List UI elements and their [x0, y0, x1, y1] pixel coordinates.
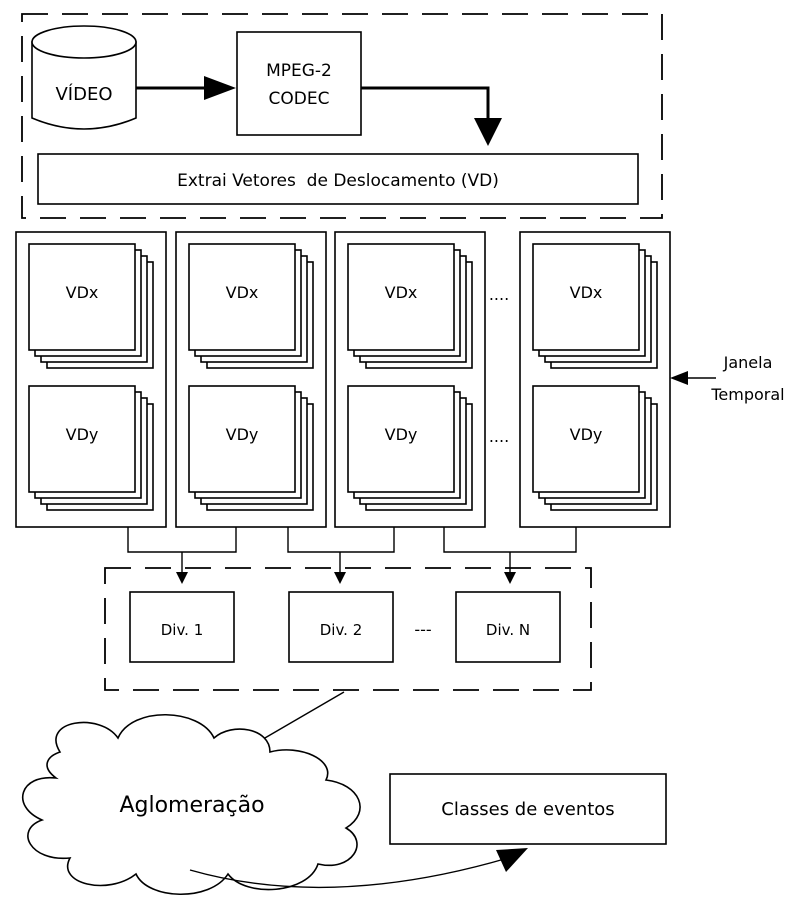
codec-to-extract-arrow: [361, 86, 490, 122]
vdy-stack: VDy: [347, 385, 473, 511]
cluster-label: Aglomeração: [119, 793, 264, 818]
division-box: Div. N: [455, 591, 561, 663]
codec-to-extract-arrowhead: [474, 118, 502, 146]
window-arrowhead: [670, 371, 688, 385]
vdy-stack: VDy: [532, 385, 658, 511]
extraction-group-frame: [21, 13, 663, 219]
vdx-label: VDx: [226, 283, 259, 302]
vdy-stack: VDy: [188, 385, 314, 511]
codec-line1: MPEG-2: [266, 61, 332, 81]
extract-label: Extrai Vetores de Deslocamento (VD): [177, 171, 499, 191]
division-box: Div. 1: [129, 591, 235, 663]
video-label: VÍDEO: [55, 83, 112, 105]
codec-box: MPEG-2 CODEC: [236, 31, 362, 136]
division-label: Div. 2: [320, 621, 363, 639]
extract-box: Extrai Vetores de Deslocamento (VD): [37, 153, 639, 205]
vdx-stack: VDx: [188, 243, 314, 369]
vdy-stack: VDy: [28, 385, 154, 511]
vdy-label: VDy: [226, 425, 259, 444]
vdx-stack: VDx: [28, 243, 154, 369]
divisions-ellipsis: ---: [414, 620, 431, 639]
codec-line2: CODEC: [269, 89, 330, 109]
divisions: Div. 1 Div. 2 Div. N: [129, 591, 561, 663]
divisions-group-frame: [104, 567, 592, 691]
vdy-label: VDy: [385, 425, 418, 444]
divisions-to-cluster-arrow: [257, 691, 345, 743]
division-box: Div. 2: [288, 591, 394, 663]
cluster-cloud: Aglomeração: [22, 713, 361, 896]
vdx-ellipsis: ....: [489, 285, 509, 304]
vdy-label: VDy: [570, 425, 603, 444]
video-source-cylinder: VÍDEO: [31, 25, 137, 130]
video-to-codec-arrowhead: [204, 76, 236, 100]
classes-box: Classes de eventos: [389, 773, 667, 845]
vdy-ellipsis: ....: [489, 427, 509, 446]
vdx-stack: VDx: [347, 243, 473, 369]
classes-label: Classes de eventos: [441, 799, 614, 820]
division-label: Div. 1: [161, 621, 204, 639]
cluster-to-classes-arrowhead: [496, 848, 528, 872]
vdy-label: VDy: [66, 425, 99, 444]
vdx-label: VDx: [385, 283, 418, 302]
vdx-stack: VDx: [532, 243, 658, 369]
division-label: Div. N: [486, 621, 530, 639]
vdx-label: VDx: [66, 283, 99, 302]
window-label-line2: Temporal: [710, 385, 784, 404]
cluster-to-classes-arrow: [189, 857, 509, 889]
vdx-label: VDx: [570, 283, 603, 302]
column-to-division-connectors: [127, 527, 577, 584]
window-label-line1: Janela: [723, 353, 773, 372]
